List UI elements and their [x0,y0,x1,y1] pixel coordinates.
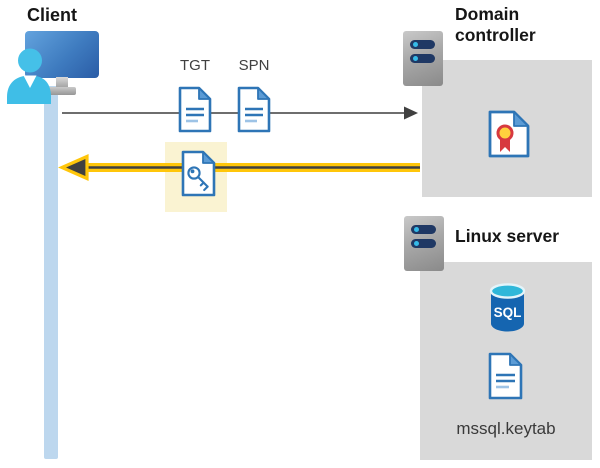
client-title: Client [27,5,78,25]
return-arrowhead [58,154,89,181]
server-led-icon [413,42,418,47]
person-head [18,48,42,73]
database-cylinder-top [489,283,526,299]
sql-text: SQL [494,305,522,320]
key-document-icon [181,150,216,197]
sql-database-icon: SQL [489,283,526,332]
key-glyph [187,166,209,192]
request-arrow [62,106,418,120]
domain-controller-title: Domain controller [455,4,536,46]
person-collar [23,75,37,88]
person-body [7,75,51,104]
document-fold [257,87,270,100]
document-fold [513,111,529,127]
key-ring [187,166,201,180]
spn-label: SPN [238,57,270,74]
server-drive-bar [411,225,436,234]
return-arrow [58,154,420,181]
domain-controller-server-icon [403,31,443,86]
document-fold [202,151,215,164]
seal-medal [496,124,514,142]
key-hole [190,169,195,174]
monitor-stand-base [48,87,76,95]
client-timeline-bar [44,86,58,459]
certificate-icon [488,110,530,158]
request-arrowhead [404,106,418,120]
server-drive-bar [411,239,436,248]
server-led-icon [414,241,419,246]
tgt-label: TGT [180,57,210,74]
person-icon [7,48,51,104]
document-fold [198,87,211,100]
keytab-file-label: mssql.keytab [456,419,556,438]
database-cylinder-body [491,291,524,332]
linux-server-title: Linux server [455,226,560,246]
server-drive-bar [410,40,435,49]
keytab-document-icon [488,352,523,400]
document-fold [509,353,522,366]
server-drive-bar [410,54,435,63]
tgt-document-icon [178,86,212,133]
server-led-icon [414,227,419,232]
spn-document-icon [237,86,271,133]
linux-server-icon [404,216,444,271]
key-tooth [199,181,205,187]
server-led-icon [413,56,418,61]
monitor-stand-neck [56,77,68,89]
key-tooth [203,185,209,192]
